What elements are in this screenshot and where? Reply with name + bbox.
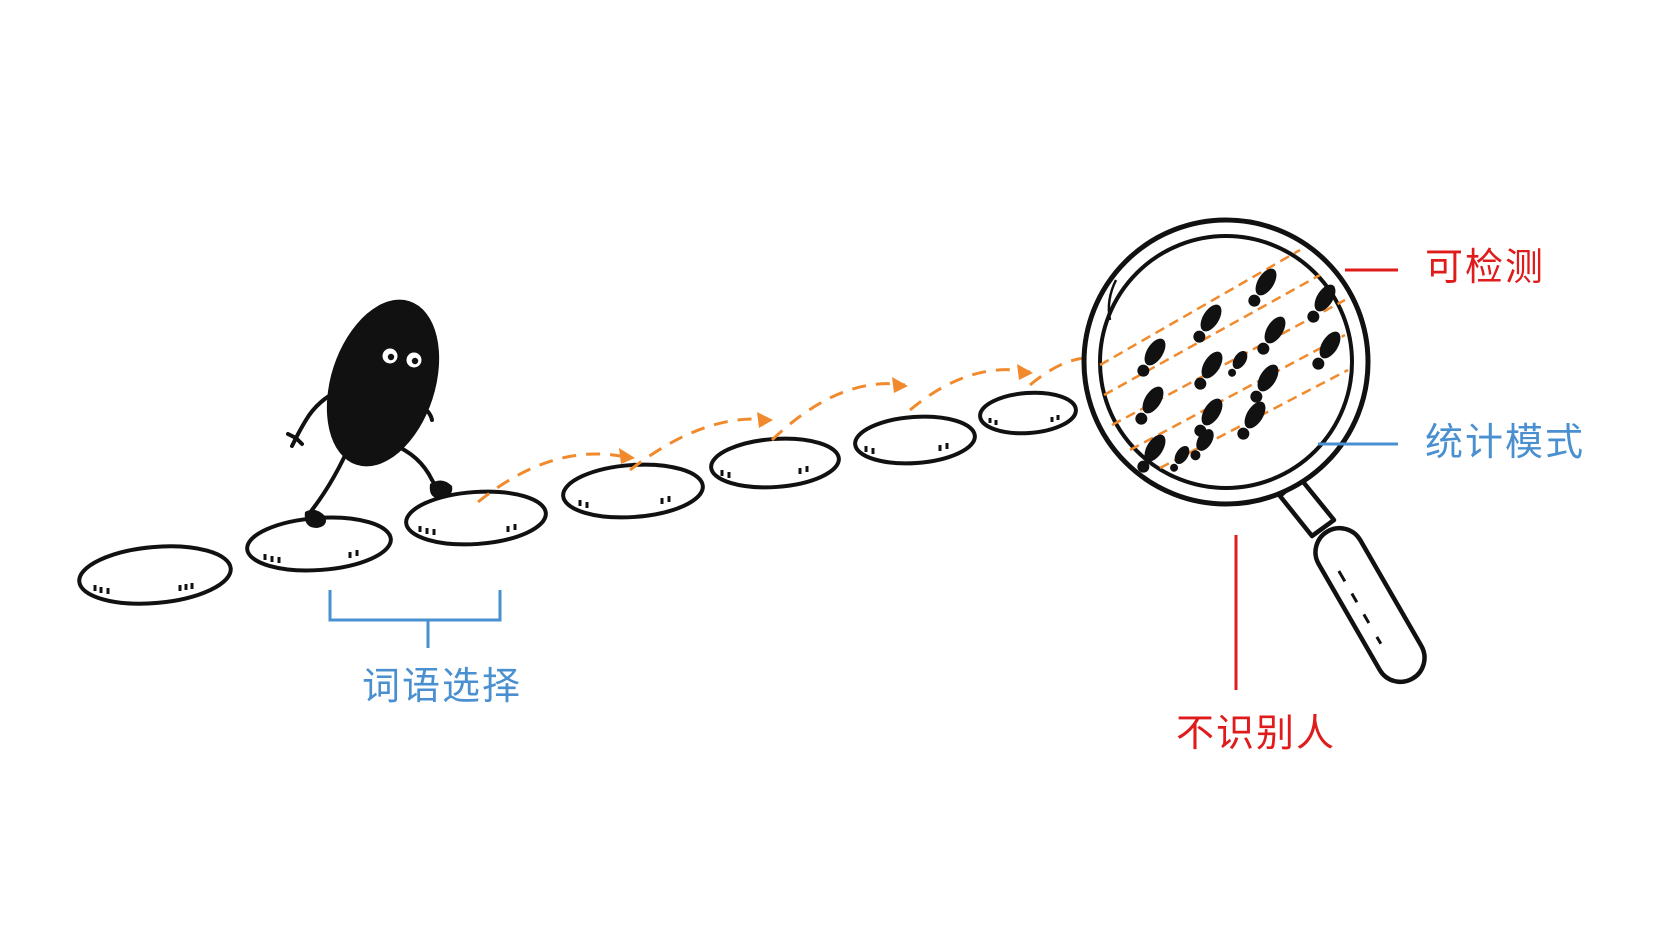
footprint-icon (1137, 338, 1166, 377)
stepping-stone-icon (404, 489, 548, 547)
footprint-icon (1194, 351, 1223, 390)
jump-arrowheads (619, 364, 1033, 464)
word-choice-label: 词语选择 (362, 664, 523, 708)
footprint-icon (1193, 304, 1222, 343)
footprint-icon (1257, 316, 1286, 355)
word-choice-bracket (328, 590, 502, 648)
jump-path (477, 356, 1086, 504)
footprint-icon (1307, 284, 1336, 323)
footprint-icon (1237, 401, 1266, 440)
footprint-icon (1228, 350, 1248, 377)
footprint-icon (1137, 434, 1166, 473)
not-identify-label: 不识别人 (1176, 711, 1337, 755)
stepping-stone-icon (978, 390, 1078, 436)
footprint-icon (1190, 429, 1214, 461)
stepping-stone-icon (77, 544, 233, 606)
stepping-stone-icon (853, 414, 977, 466)
footprint-icon (1135, 386, 1164, 425)
footprint-icon (1248, 268, 1277, 307)
walking-character-icon (286, 299, 453, 528)
magnifying-glass-icon (1081, 217, 1427, 685)
stepping-stone-icon (709, 436, 841, 490)
stepping-stone-icon (561, 462, 705, 520)
leader-lines (1234, 268, 1398, 690)
footprints (1135, 268, 1341, 473)
footprint-icon (1312, 331, 1341, 370)
detectable-label: 可检测 (1425, 245, 1546, 289)
statistical-pattern-label: 统计模式 (1425, 420, 1586, 464)
footprint-icon (1250, 364, 1279, 403)
footprint-icon (1170, 445, 1190, 472)
stepping-stones (77, 390, 1078, 606)
